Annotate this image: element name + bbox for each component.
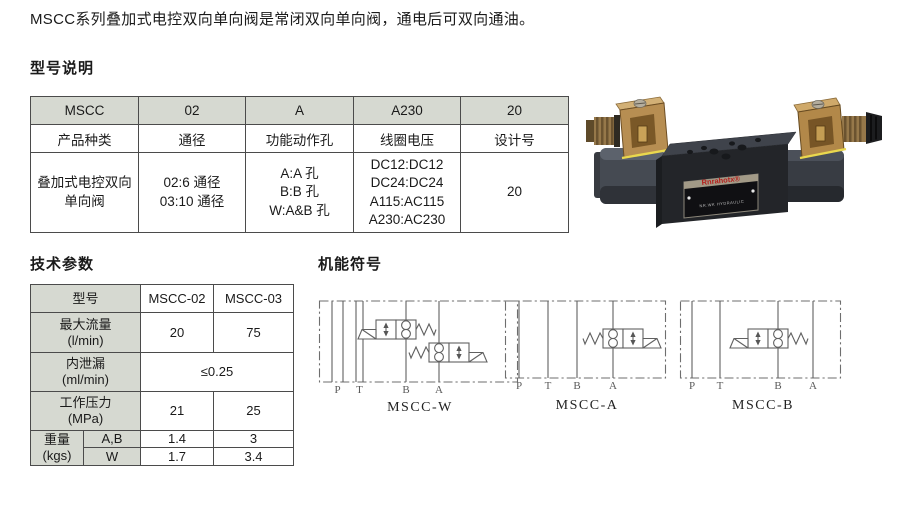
pressure-mscc03: 25 (213, 391, 295, 431)
tech-row-weight-ab: 重量 (kgs) A,B 1.4 3 (30, 430, 295, 466)
spring-symbol (415, 322, 437, 337)
tech-params-table: 型号 MSCC-02 MSCC-03 最大流量 (l/min) 20 75 内泄… (29, 284, 295, 466)
left-yellow-trim (621, 148, 669, 160)
left-cable-gland (586, 115, 620, 147)
flow-mscc03: 75 (213, 312, 295, 353)
tech-header-mscc03: MSCC-03 (213, 284, 295, 313)
tech-header-row: 型号 MSCC-02 MSCC-03 (29, 284, 295, 313)
model-value-row: 叠加式电控双向 单向阀 02:6 通径 03:10 通径 A:A 孔 B:B 孔… (30, 152, 569, 233)
right-coil (782, 150, 844, 202)
tech-row-leak: 内泄漏 (ml/min) ≤0.25 (29, 352, 295, 392)
pressure-label: 工作压力 (MPa) (29, 391, 142, 431)
code-cell-size: 02 (138, 96, 246, 125)
flow-label: 最大流量 (l/min) (29, 312, 142, 353)
port-label-a: A (809, 380, 817, 392)
tech-row-weight-w: W 1.7 3.4 (31, 447, 295, 466)
value-cell-voltage: DC12:DC12 DC24:DC24 A115:AC115 A230:AC23… (353, 152, 461, 233)
code-cell-design: 20 (460, 96, 569, 125)
value-cell-series: 叠加式电控双向 单向阀 (30, 152, 139, 233)
port-label-p: P (689, 380, 695, 392)
weight-ab-mscc03: 3 (213, 430, 295, 448)
value-cell-size: 02:6 通径 03:10 通径 (138, 152, 246, 233)
code-cell-function: A (245, 96, 354, 125)
solenoid-symbol (729, 337, 749, 349)
product-photo: Rnrahotx® NR.WK HYDRAULIC (586, 88, 886, 238)
port-label-p: P (516, 380, 522, 392)
port-label-t: T (356, 384, 363, 396)
hydraulic-symbol-w: P T B A MSCC-W (318, 300, 519, 415)
flow-mscc02: 20 (140, 312, 215, 353)
brand-text: Rnrahotx® (701, 174, 741, 187)
plate-text: NR.WK HYDRAULIC (699, 199, 744, 209)
spring-symbol (787, 331, 809, 346)
model-label-row: 产品种类 通径 功能动作孔 线圈电压 设计号 (30, 124, 569, 153)
section-title-model: 型号说明 (30, 60, 95, 77)
weight-sub-ab: A,B (82, 430, 142, 448)
value-cell-function: A:A 孔 B:B 孔 W:A&B 孔 (245, 152, 354, 233)
nameplate: Rnrahotx® NR.WK HYDRAULIC (683, 173, 759, 219)
diagram-mscc-w: P T B A MSCC-W (316, 296, 526, 421)
leak-value: ≤0.25 (140, 352, 295, 392)
label-cell-size: 通径 (138, 124, 246, 153)
diagram-caption: MSCC-B (732, 398, 794, 413)
diagram-caption: MSCC-A (556, 398, 619, 413)
port-label-b: B (774, 380, 781, 392)
port-label-t: T (717, 380, 724, 392)
label-cell-function: 功能动作孔 (245, 124, 354, 153)
tech-header-mscc02: MSCC-02 (140, 284, 215, 313)
solenoid-symbol (642, 337, 662, 349)
diagram-mscc-b: P T B A MSCC-B (678, 296, 853, 421)
hydraulic-symbol-a: P T B A MSCC-A (504, 300, 667, 413)
weight-label: 重量 (kgs) (30, 430, 84, 466)
value-cell-design: 20 (460, 152, 569, 233)
section-title-tech: 技术参数 (30, 256, 95, 273)
port-label-a: A (435, 384, 443, 396)
hydraulic-symbol-b: P T B A MSCC-B (679, 300, 842, 413)
spring-symbol (582, 331, 604, 346)
port-label-t: T (545, 380, 552, 392)
label-cell-series: 产品种类 (30, 124, 139, 153)
pressure-mscc02: 21 (140, 391, 215, 431)
leak-label: 内泄漏 (ml/min) (29, 352, 142, 392)
port-label-p: P (334, 384, 340, 396)
right-yellow-trim (799, 147, 847, 160)
weight-w-mscc02: 1.7 (140, 447, 215, 466)
solenoid-valve-photo: Rnrahotx® NR.WK HYDRAULIC (586, 96, 882, 228)
port-label-b: B (573, 380, 580, 392)
tech-row-pressure: 工作压力 (MPa) 21 25 (29, 391, 295, 431)
port-label-a: A (609, 380, 617, 392)
spring-symbol (408, 345, 430, 360)
diagram-caption: MSCC-W (387, 400, 453, 415)
left-din-connector (615, 96, 669, 160)
right-cable-gland (842, 112, 882, 144)
weight-w-mscc03: 3.4 (213, 447, 295, 466)
weight-ab-mscc02: 1.4 (140, 430, 215, 448)
intro-text: MSCC系列叠加式电控双向单向阀是常闭双向单向阀，通电后可双向通油。 (30, 11, 535, 28)
tech-row-flow: 最大流量 (l/min) 20 75 (29, 312, 295, 353)
tech-header-model: 型号 (29, 284, 142, 313)
label-cell-voltage: 线圈电压 (353, 124, 461, 153)
port-label-b: B (402, 384, 409, 396)
model-code-table: MSCC 02 A A230 20 产品种类 通径 功能动作孔 线圈电压 设计号… (30, 96, 569, 233)
code-cell-series: MSCC (30, 96, 139, 125)
solenoid-symbol (468, 351, 488, 363)
diagram-mscc-a: P T B A MSCC-A (503, 296, 673, 421)
right-din-connector (793, 97, 847, 160)
label-cell-design: 设计号 (460, 124, 569, 153)
section-title-symbols: 机能符号 (318, 256, 383, 273)
weight-sub-w: W (82, 447, 142, 466)
solenoid-symbol (357, 328, 377, 340)
code-cell-voltage: A230 (353, 96, 461, 125)
model-code-row: MSCC 02 A A230 20 (30, 96, 569, 125)
